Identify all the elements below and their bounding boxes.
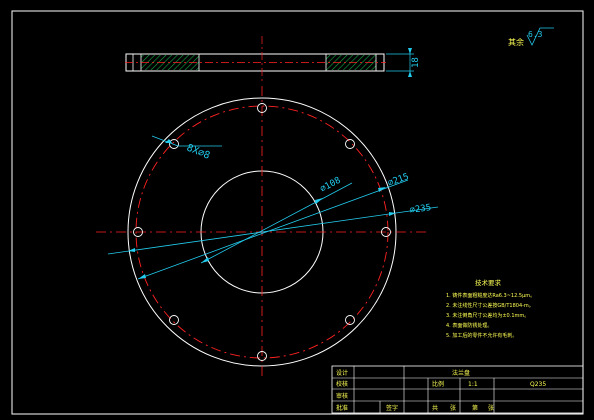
- dim-inner-text: ⌀108: [319, 176, 343, 195]
- bolt-hole: [381, 227, 391, 237]
- bolt-hole: [169, 315, 179, 325]
- note-item: 1. 铸件表面粗糙度达Ra6.3~12.5μm。: [446, 292, 535, 299]
- bolt-hole: [133, 227, 143, 237]
- title-sheet-item: 共: [432, 404, 438, 412]
- title-sheet-item: 第: [472, 404, 478, 412]
- thickness-dimension: 18: [386, 48, 421, 77]
- drawing-frame: [11, 10, 584, 415]
- title-row-label: 设计: [336, 369, 348, 377]
- title-sheet-item: 张: [488, 404, 494, 412]
- note-item: 5. 加工后的零件不允许有毛刺。: [446, 332, 517, 339]
- dim-pitch-text: ⌀215: [387, 172, 411, 189]
- roughness-label: 其余: [508, 37, 524, 47]
- title-part-name: 法兰盘: [452, 369, 470, 377]
- dim-outer-text: ⌀235: [409, 203, 432, 216]
- title-row-label: 校核: [336, 380, 348, 388]
- note-item: 4. 表面做防锈处理。: [446, 322, 492, 329]
- title-sheet-item: 张: [450, 404, 456, 412]
- title-material: Q235: [530, 381, 546, 388]
- title-row-label: 批准: [336, 404, 348, 412]
- dimensions: [107, 135, 439, 280]
- bolt-hole: [345, 315, 355, 325]
- thickness-dim-text: 18: [411, 57, 421, 68]
- plan-view: [96, 86, 428, 380]
- title-block: 法兰盘 设计 校核 审核 批准 比例 1:1 Q235 签字 共 张 第 张: [331, 365, 584, 414]
- title-sign-label: 签字: [386, 404, 398, 412]
- roughness-symbol: 其余 6.3: [508, 27, 554, 47]
- note-item: 2. 未注线性尺寸公差按GB/T1804-m。: [446, 302, 534, 309]
- bolt-holes: [133, 103, 391, 361]
- roughness-value: 6.3: [528, 30, 543, 39]
- bolt-hole: [257, 103, 267, 113]
- bolt-hole: [257, 351, 267, 361]
- section-view: [125, 36, 386, 84]
- bolt-hole: [169, 139, 179, 149]
- notes-title: 技术要求: [475, 278, 502, 287]
- bolt-hole: [345, 139, 355, 149]
- title-row-label: 审核: [336, 392, 348, 400]
- technical-notes: 技术要求 1. 铸件表面粗糙度达Ra6.3~12.5μm。 2. 未注线性尺寸公…: [446, 278, 535, 339]
- title-scale-value: 1:1: [468, 381, 478, 388]
- note-item: 3. 未注倒角尺寸公差均为±0.1mm。: [446, 312, 529, 319]
- dim-holes-text: 8X⌀8: [185, 143, 211, 162]
- title-scale-label: 比例: [432, 380, 444, 388]
